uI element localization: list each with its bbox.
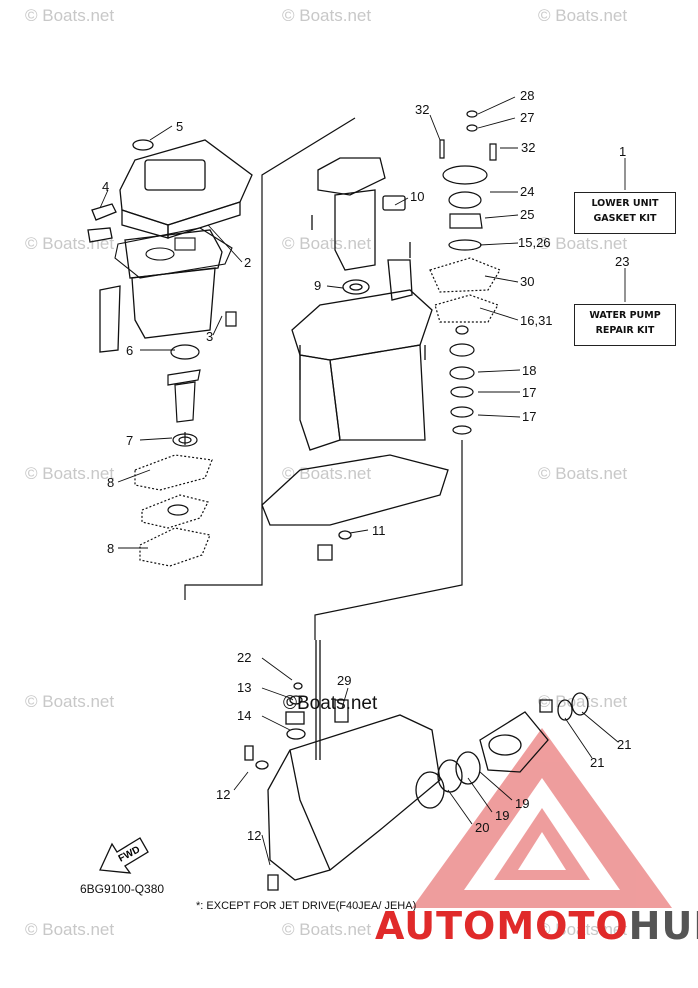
callout-32: 32 <box>415 102 430 117</box>
watermark: © Boats.net <box>538 920 628 939</box>
exhaust-parts <box>134 311 237 567</box>
kit-label-line: REPAIR KIT <box>595 325 655 336</box>
fwd-arrow-icon <box>99 837 149 874</box>
callout-19: 19 <box>515 796 530 811</box>
callout-4: 4 <box>102 179 110 194</box>
watermark: © Boats.net <box>538 234 628 253</box>
callout-25: 25 <box>520 207 535 222</box>
bracket-line <box>184 117 356 600</box>
callout-21: 21 <box>617 737 632 752</box>
callout-3: 3 <box>206 329 214 344</box>
upper-casing <box>87 139 253 353</box>
watermark: © Boats.net <box>25 234 115 253</box>
brand-part-1: AUTOMOTO <box>375 904 629 948</box>
callout-24: 24 <box>520 184 535 199</box>
center-watermark: ©Boats.net <box>283 693 378 714</box>
lower-unit-gasket-kit-box: LOWER UNIT GASKET KIT <box>574 192 676 234</box>
callout-22: 22 <box>237 650 252 665</box>
callout-17: 17 <box>522 385 537 400</box>
watermark: © Boats.net <box>538 6 628 25</box>
footnote: *: EXCEPT FOR JET DRIVE(F40JEA/ JEHA) <box>196 900 417 912</box>
callout-8: 8 <box>107 475 115 490</box>
callout-5: 5 <box>176 119 184 134</box>
callout-21: 21 <box>590 755 605 770</box>
callout-23: 23 <box>615 254 630 269</box>
callout-8: 8 <box>107 541 115 556</box>
gasket-2 <box>114 227 233 279</box>
watermark: © Boats.net <box>25 692 115 711</box>
callout-29: 29 <box>337 673 352 688</box>
water-pump-parts <box>429 110 501 435</box>
callout-30: 30 <box>520 274 535 289</box>
gearcase <box>244 640 589 891</box>
brand-logo-text: AUTOMOTOHUB <box>375 904 698 948</box>
watermark: © Boats.net <box>25 6 115 25</box>
drawing-code: 6BG9100-Q380 <box>80 882 165 896</box>
callout-1: 1 <box>619 144 627 159</box>
leader-lines <box>99 96 626 866</box>
callout-27: 27 <box>520 110 535 125</box>
callout-17: 17 <box>522 409 537 424</box>
callout-9: 9 <box>314 278 322 293</box>
callout-19: 19 <box>495 808 510 823</box>
callout-15-26: 15,26 <box>518 235 551 250</box>
watermark: © Boats.net <box>282 920 372 939</box>
watermark: © Boats.net <box>25 920 115 939</box>
callout-28: 28 <box>520 88 535 103</box>
callout-20: 20 <box>475 820 490 835</box>
watermark: © Boats.net <box>538 692 628 711</box>
kit-label-line: LOWER UNIT <box>591 198 659 209</box>
callout-6: 6 <box>126 343 134 358</box>
kit-label-line: GASKET KIT <box>593 213 657 224</box>
watermark: © Boats.net <box>538 464 628 483</box>
callout-12: 12 <box>247 828 262 843</box>
brand-triangle-logo <box>412 728 672 908</box>
watermark: © Boats.net <box>282 6 372 25</box>
brand-part-2: HUB <box>628 904 698 948</box>
callout-14: 14 <box>237 708 252 723</box>
kit-label-line: WATER PUMP <box>589 310 661 321</box>
watermark: © Boats.net <box>282 234 372 253</box>
callout-7: 7 <box>126 433 134 448</box>
callout-16-31: 16,31 <box>520 313 553 328</box>
callout-10: 10 <box>410 189 425 204</box>
callout-12: 12 <box>216 787 231 802</box>
water-pump-repair-kit-box: WATER PUMP REPAIR KIT <box>574 304 676 346</box>
callout-32: 32 <box>521 140 536 155</box>
bracket-line <box>314 440 463 640</box>
callout-18: 18 <box>522 363 537 378</box>
drive-shaft-housing <box>261 157 449 561</box>
callout-2: 2 <box>244 255 252 270</box>
watermark: © Boats.net <box>25 464 115 483</box>
callout-13: 13 <box>237 680 252 695</box>
callout-11: 11 <box>372 523 386 538</box>
